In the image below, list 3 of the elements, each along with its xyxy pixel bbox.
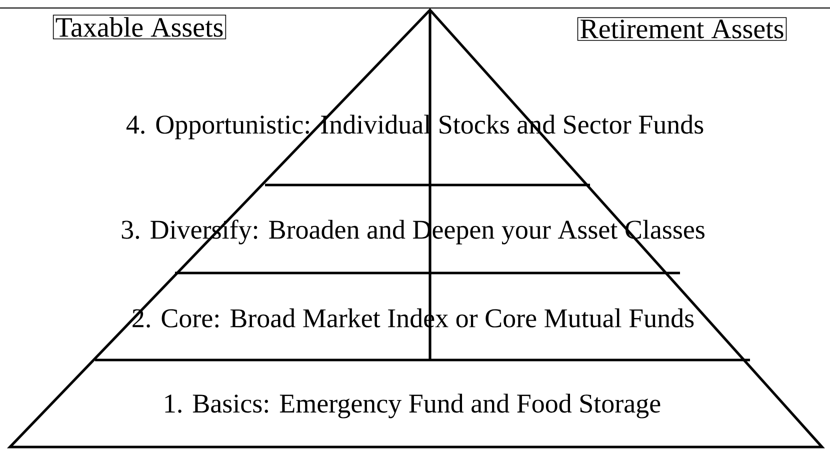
label-box: Taxable Assets <box>52 14 226 40</box>
label-box: Retirement Assets <box>577 17 787 41</box>
tier-label: 1. Basics: Emergency Fund and Food Storage <box>165 394 660 418</box>
